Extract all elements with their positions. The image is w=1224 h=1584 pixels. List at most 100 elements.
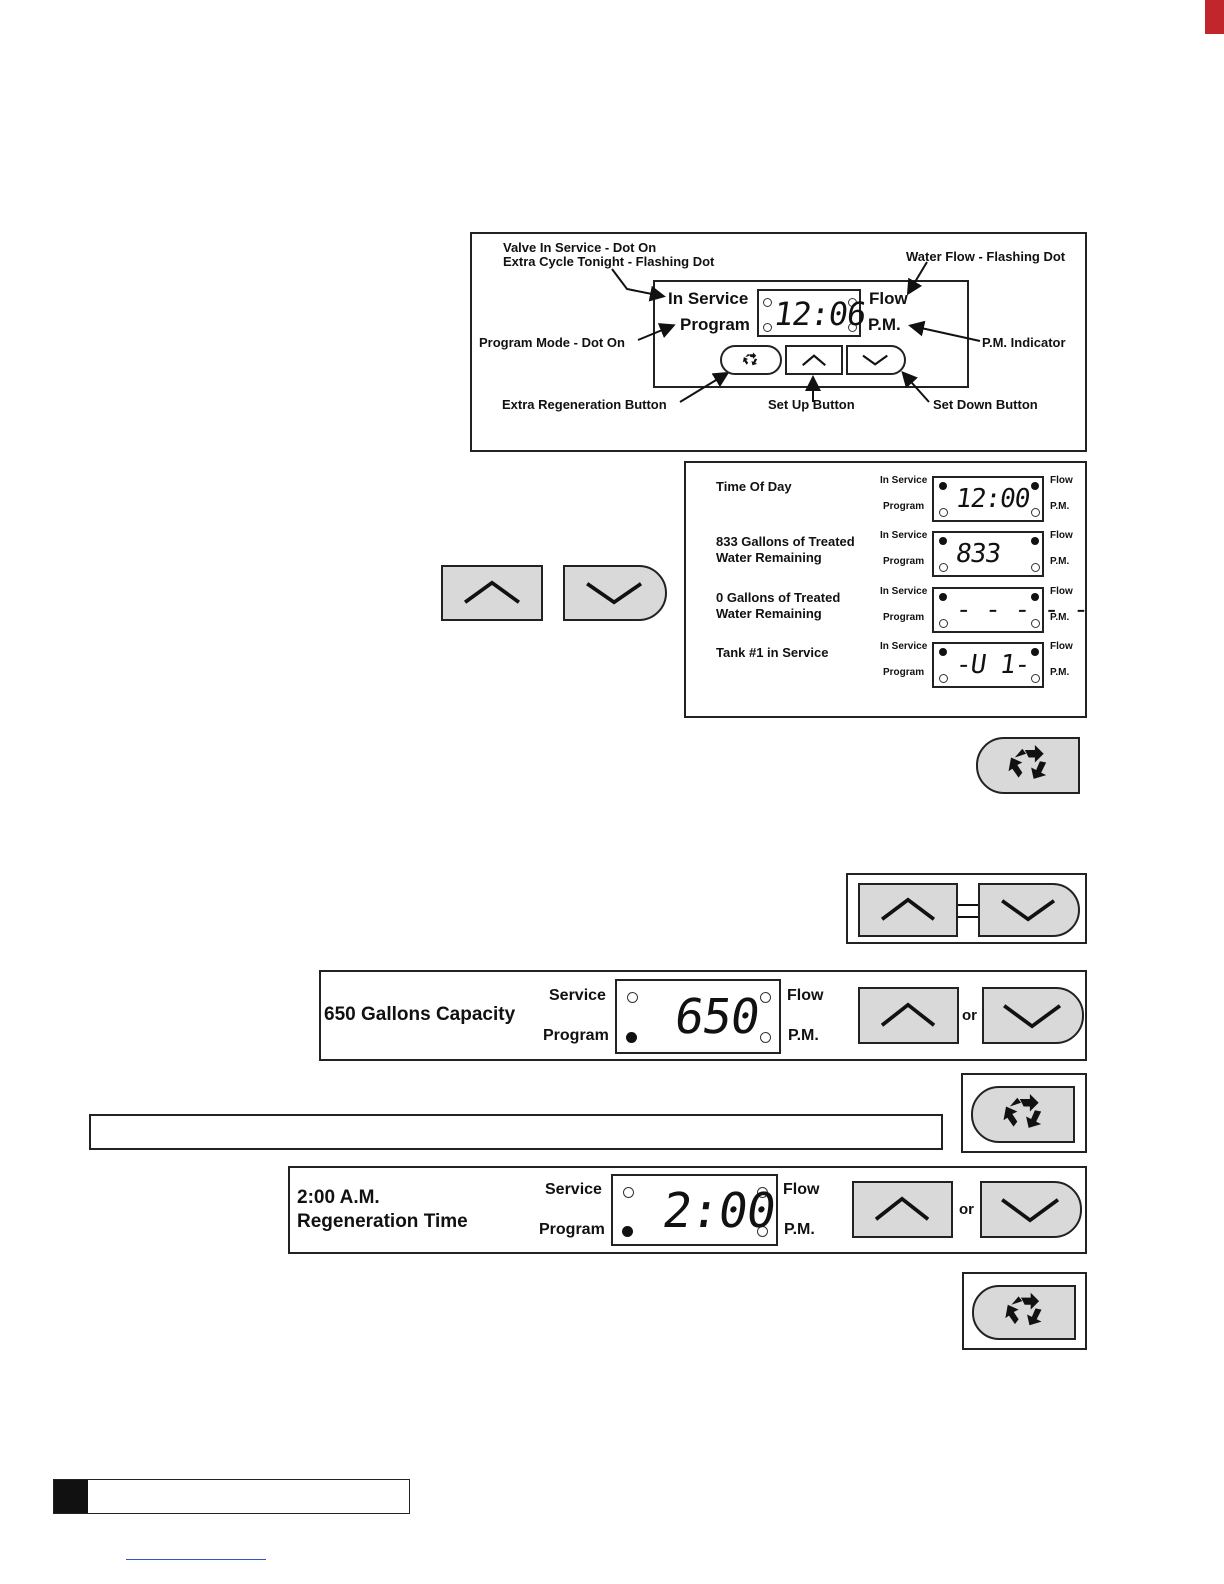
set-down-button[interactable] <box>846 345 906 375</box>
regen-button-frame-2 <box>961 1073 1087 1153</box>
footer-page-box <box>53 1479 410 1514</box>
set-up-button[interactable] <box>785 345 843 375</box>
panel-in-service-label: In Service <box>668 289 749 308</box>
regen-button-large[interactable] <box>976 737 1080 794</box>
mode-row-desc: 0 Gallons of Treated Water Remaining <box>716 590 841 621</box>
cap-dot-tr <box>760 992 771 1003</box>
mode-row-flow-label: Flow <box>1050 641 1073 652</box>
panel-display: 12:06 <box>757 289 868 337</box>
capacity-service-label: Service <box>549 987 606 1004</box>
set-down-label: Set Down Button <box>933 397 1038 412</box>
capacity-pm-label: P.M. <box>788 1027 819 1044</box>
set-up-label: Set Up Button <box>768 397 855 412</box>
extra-cycle-label: Extra Cycle Tonight - Flashing Dot <box>503 254 715 269</box>
mode-row-desc: 833 Gallons of Treated Water Remaining <box>716 534 855 565</box>
extra-regen-button[interactable] <box>720 345 782 375</box>
up-button-large[interactable] <box>441 565 543 621</box>
down-button-large[interactable] <box>563 565 667 621</box>
mode-dot-tr <box>1031 537 1039 545</box>
display-value: 12:06 <box>771 295 868 333</box>
regen-display-value: 2:00 <box>659 1183 779 1239</box>
display-dot-tl <box>763 298 772 307</box>
combo-down-button[interactable] <box>978 883 1080 937</box>
footer-black-tab <box>54 1480 88 1513</box>
mode-dot-br <box>1031 563 1040 572</box>
capacity-up-button[interactable] <box>858 987 959 1044</box>
regen-display: 2:00 <box>611 1174 779 1246</box>
controller-arrows <box>611 261 981 403</box>
mode-dot-tr <box>1031 593 1039 601</box>
mode-row-pm-label: P.M. <box>1050 612 1070 623</box>
mode-row-flow-label: Flow <box>1050 530 1073 541</box>
mode-dot-tl <box>939 593 947 601</box>
display-dot-br <box>848 323 857 332</box>
mode-dot-br <box>1031 619 1040 628</box>
mode-row-pm-label: P.M. <box>1050 556 1070 567</box>
mode-dot-bl <box>939 674 948 683</box>
regen-time-desc-2: Regeneration Time <box>297 1211 468 1232</box>
regen-dot-tl <box>623 1187 634 1198</box>
extra-regen-label: Extra Regeneration Button <box>502 397 667 412</box>
mode-dot-bl <box>939 619 948 628</box>
mode-dot-tr <box>1031 648 1039 656</box>
regen-flow-label: Flow <box>783 1181 820 1198</box>
capacity-program-label: Program <box>543 1027 609 1044</box>
mode-row-display: -U 1- <box>932 642 1044 688</box>
pm-indicator-label: P.M. Indicator <box>982 335 1066 350</box>
cap-dot-bl <box>626 1032 637 1043</box>
regen-service-label: Service <box>545 1181 602 1198</box>
regen-button-2[interactable] <box>971 1086 1075 1143</box>
mode-row-in-service-label: In Service <box>880 586 928 597</box>
capacity-panel: 650 Gallons Capacity Service Program Flo… <box>319 970 1087 1061</box>
combo-up-button[interactable] <box>858 883 958 937</box>
mode-row-program-label: Program <box>883 556 925 567</box>
mode-dot-tl <box>939 537 947 545</box>
cap-dot-tl <box>627 992 638 1003</box>
regen-down-button[interactable] <box>980 1181 1082 1238</box>
mode-dot-br <box>1031 508 1040 517</box>
mode-row-program-label: Program <box>883 667 925 678</box>
mode-dot-bl <box>939 563 948 572</box>
mode-row-pm-label: P.M. <box>1050 667 1070 678</box>
regen-pm-label: P.M. <box>784 1221 815 1238</box>
mode-row-display: - - - - - <box>932 587 1090 633</box>
capacity-down-button[interactable] <box>982 987 1084 1044</box>
mode-row-display: 12:00 <box>932 476 1044 522</box>
regen-dot-tr <box>757 1187 768 1198</box>
capacity-desc: 650 Gallons Capacity <box>324 1004 516 1025</box>
mode-dot-bl <box>939 508 948 517</box>
program-mode-label: Program Mode - Dot On <box>479 335 625 350</box>
mode-row-program-label: Program <box>883 501 925 512</box>
mode-row-flow-label: Flow <box>1050 586 1073 597</box>
mode-row-display-value: -U 1- <box>953 650 1032 680</box>
mode-row-in-service-label: In Service <box>880 475 928 486</box>
mode-dot-br <box>1031 674 1040 683</box>
mode-row-display-value: - - - - - <box>953 595 1090 625</box>
mode-dot-tr <box>1031 482 1039 490</box>
page-edge-tab <box>1205 0 1224 34</box>
regen-time-panel: 2:00 A.M. Regeneration Time Service Prog… <box>288 1166 1087 1254</box>
regen-button-3[interactable] <box>972 1285 1076 1340</box>
cap-dot-br <box>760 1032 771 1043</box>
valve-in-service-label: Valve In Service - Dot On <box>503 240 657 255</box>
regen-or-label: or <box>959 1201 974 1218</box>
regen-dot-bl <box>622 1226 633 1237</box>
mode-row-in-service-label: In Service <box>880 641 928 652</box>
capacity-display-value: 650 <box>671 989 763 1045</box>
mode-row-pm-label: P.M. <box>1050 501 1070 512</box>
panel-flow-label: Flow <box>869 289 908 308</box>
regen-up-button[interactable] <box>852 1181 953 1238</box>
mode-row-program-label: Program <box>883 612 925 623</box>
mode-row-desc: Tank #1 in Service <box>716 645 829 660</box>
controller-diagram: Valve In Service - Dot On Extra Cycle To… <box>470 232 1087 452</box>
capacity-flow-label: Flow <box>787 987 824 1004</box>
mode-row-desc: Time Of Day <box>716 479 792 494</box>
up-down-combo <box>846 873 1087 944</box>
mode-row-flow-label: Flow <box>1050 475 1073 486</box>
capacity-or-label: or <box>962 1007 977 1024</box>
regen-button-frame-3 <box>962 1272 1087 1350</box>
panel-program-label: Program <box>680 315 750 334</box>
display-dot-bl <box>763 323 772 332</box>
mode-row-in-service-label: In Service <box>880 530 928 541</box>
